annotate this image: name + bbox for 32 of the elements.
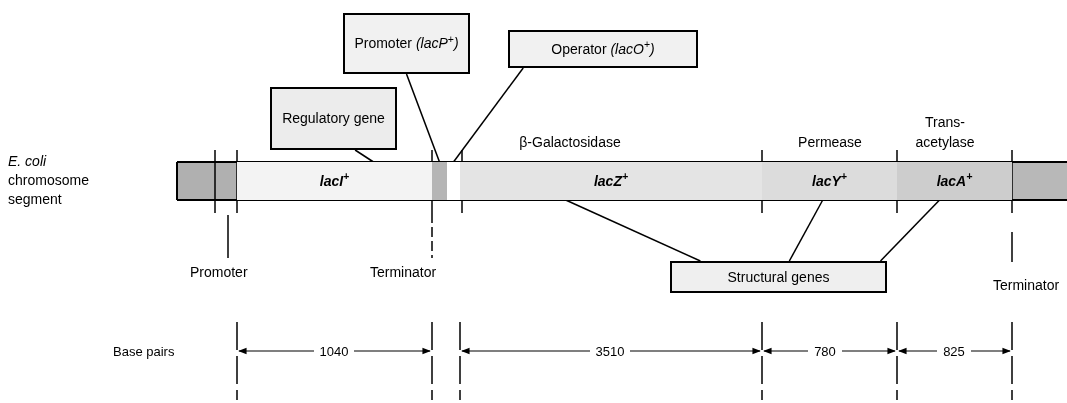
leader-line <box>354 149 375 163</box>
gene-name: lacY$^{+}$ <box>812 170 847 191</box>
label: Terminator <box>370 263 438 282</box>
gene-segment <box>432 162 447 200</box>
gene-name: lacA$^{+}$ <box>936 170 973 191</box>
label: Terminator <box>993 276 1061 295</box>
gene-segment <box>447 162 460 200</box>
callout-text: Operator (lacO$^{+}$) <box>551 38 655 59</box>
protein-label: Permease <box>798 133 862 152</box>
callout-text: Promoter (lacP$^{+}$) <box>354 34 459 53</box>
gene-name: lacI$^{+}$ <box>319 170 350 191</box>
leader-line <box>405 73 441 163</box>
callout-box <box>343 13 470 74</box>
callout-box <box>508 30 698 68</box>
label: E. coli chromosome segment <box>8 152 90 209</box>
callout-box <box>670 261 887 293</box>
protein-label: Trans- acetylase <box>914 113 976 152</box>
gene-segment <box>237 162 432 200</box>
leader-line <box>879 199 941 262</box>
gene-segment <box>897 162 1012 200</box>
gene-name: lacZ$^{+}$ <box>593 170 629 191</box>
label: Promoter <box>190 263 249 282</box>
leader-line <box>452 67 524 163</box>
callout-box <box>270 87 397 150</box>
callout-text: Structural genes <box>727 267 830 287</box>
label: Base pairs <box>113 343 176 361</box>
gene-segment <box>460 162 762 200</box>
protein-label: β-Galactosidase <box>519 133 621 152</box>
leader-line <box>788 199 824 262</box>
gene-segment <box>762 162 897 200</box>
callout-text: Regulatory gene <box>282 109 385 128</box>
leader-line <box>564 199 702 262</box>
